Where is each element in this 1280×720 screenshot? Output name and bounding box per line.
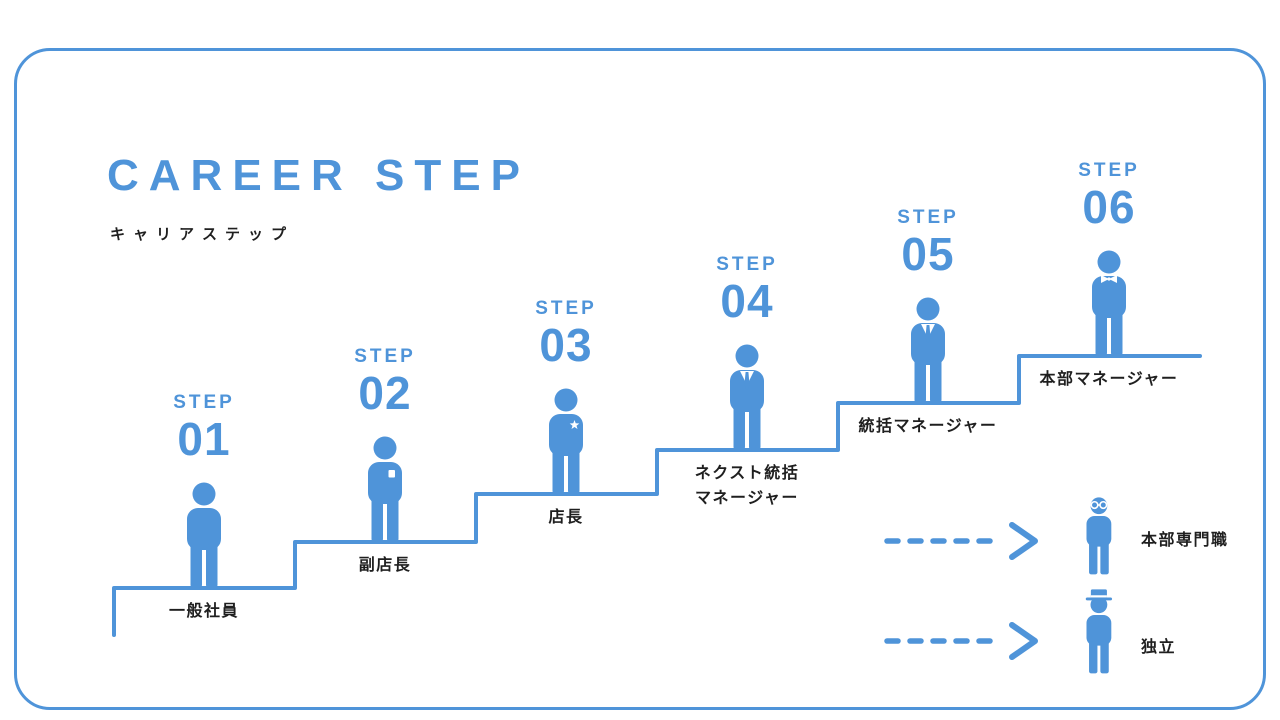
step-04-label: STEP bbox=[716, 254, 778, 275]
person-bowtie-icon-step-06 bbox=[1092, 250, 1126, 356]
dashed-arrow-icon bbox=[884, 522, 1038, 560]
step-04-title: ネクスト統括 マネージャー bbox=[694, 465, 800, 507]
step-05-number: 05 bbox=[901, 227, 955, 280]
step-02-title: 副店長 bbox=[358, 557, 412, 574]
step-01-header: STEP 01 bbox=[134, 392, 274, 463]
step-01-number: 01 bbox=[177, 412, 231, 465]
diagram-card: CAREER STEP キャリアステップ bbox=[14, 48, 1266, 710]
staircase-line bbox=[112, 354, 1202, 637]
step-05-header: STEP 05 bbox=[858, 207, 998, 278]
step-04-number: 04 bbox=[720, 274, 774, 327]
extra-specialist-title: 本部専門職 bbox=[1141, 532, 1229, 549]
step-06-header: STEP 06 bbox=[1039, 160, 1179, 231]
person-star-icon-step-03 bbox=[549, 388, 583, 494]
step-03-header: STEP 03 bbox=[496, 298, 636, 369]
step-02-header: STEP 02 bbox=[315, 346, 455, 417]
person-hat-icon bbox=[1085, 589, 1113, 674]
step-06-number: 06 bbox=[1082, 180, 1136, 233]
step-02-number: 02 bbox=[358, 366, 412, 419]
step-01-label: STEP bbox=[173, 392, 235, 413]
step-05-title: 統括マネージャー bbox=[858, 418, 998, 435]
dashed-arrow-icon bbox=[884, 622, 1038, 660]
person-icon-step-01 bbox=[187, 482, 221, 588]
page-subtitle: キャリアステップ bbox=[110, 226, 295, 243]
step-03-label: STEP bbox=[535, 298, 597, 319]
step-06-title: 本部マネージャー bbox=[1039, 371, 1179, 388]
step-04-header: STEP 04 bbox=[677, 254, 817, 325]
step-03-number: 03 bbox=[539, 318, 593, 371]
step-06-label: STEP bbox=[1078, 160, 1140, 181]
person-suit-icon-step-05 bbox=[911, 297, 945, 403]
diagram-graphics bbox=[112, 250, 1202, 674]
person-suit-icon-step-04 bbox=[730, 344, 764, 450]
extra-independence-title: 独立 bbox=[1141, 639, 1177, 656]
step-02-label: STEP bbox=[354, 346, 416, 367]
page-title: CAREER STEP bbox=[107, 151, 530, 200]
step-01-title: 一般社員 bbox=[168, 603, 240, 620]
step-03-title: 店長 bbox=[548, 509, 584, 526]
person-glasses-icon bbox=[1086, 497, 1112, 575]
person-pocket-icon-step-02 bbox=[368, 436, 402, 542]
step-05-label: STEP bbox=[897, 207, 959, 228]
